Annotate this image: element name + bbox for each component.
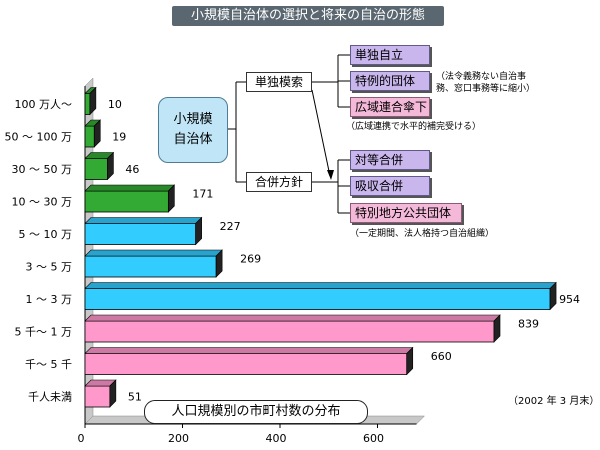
bar-2 xyxy=(84,158,108,180)
category-label-1: 50 ～ 100 万 xyxy=(5,131,72,144)
option-equal-merger: 対等合併 xyxy=(350,150,430,170)
x-tick-label-1: 200 xyxy=(168,432,189,445)
bar-9 xyxy=(84,385,111,408)
bar-top-8 xyxy=(84,347,414,354)
value-label-2: 46 xyxy=(125,163,139,176)
center-node-small-municipality: 小規模 自治体 xyxy=(158,97,228,163)
bar-side-6 xyxy=(549,281,557,311)
bar-side-5 xyxy=(215,249,223,278)
bar-side-3 xyxy=(168,184,175,213)
branch-independent: 単独模索 xyxy=(246,72,312,92)
bar-side-8 xyxy=(406,346,414,376)
bar-side-2 xyxy=(107,151,114,181)
option-independent-standalone: 単独自立 xyxy=(350,45,430,65)
bar-top-7 xyxy=(84,314,501,322)
chart-caption: 人口規模別の市町村数の分布 xyxy=(144,400,368,424)
option-special-entity: 特例的団体 xyxy=(350,71,430,91)
option-absorption-merger: 吸収合併 xyxy=(350,176,430,196)
bar-side-7 xyxy=(493,314,501,343)
category-label-0: 100 万人～ xyxy=(15,98,73,111)
category-label-6: 1 ～ 3 万 xyxy=(26,293,73,306)
bar-8 xyxy=(84,353,408,375)
center-node-line-2: 自治体 xyxy=(173,132,213,147)
note-special-local-public-body: （一定期間、法人格持つ自治組織） xyxy=(350,229,495,239)
bar-5 xyxy=(84,255,217,278)
bar-3 xyxy=(84,190,169,213)
bar-side-1 xyxy=(93,119,101,148)
branch-merger: 合併方針 xyxy=(246,172,312,192)
chart-title: 小規模自治体の選択と将来の自治の形態 xyxy=(172,6,444,26)
x-tick-label-3: 600 xyxy=(363,432,384,445)
note-wide-area-union: （広域連携で水平的補完受ける） xyxy=(346,122,482,132)
bar-side-9 xyxy=(109,379,117,408)
bar-1 xyxy=(84,125,95,148)
x-tick-label-2: 400 xyxy=(266,432,287,445)
x-tick-label-0: 0 xyxy=(78,432,85,445)
bar-7 xyxy=(84,320,495,343)
connector-arrow-head xyxy=(327,170,334,180)
date-note: （2002 年 3 月末） xyxy=(508,396,600,407)
category-label-5: 3 ～ 5 万 xyxy=(26,261,73,274)
value-label-7: 839 xyxy=(518,318,539,331)
bar-top-5 xyxy=(84,249,223,257)
value-label-8: 660 xyxy=(431,350,452,363)
category-label-3: 10 ～ 30 万 xyxy=(12,196,72,209)
note-special-entity-line-2: 務、窓口事務等に縮小） xyxy=(436,84,536,94)
bar-side-4 xyxy=(195,216,202,246)
center-node-line-1: 小規模 xyxy=(173,112,213,127)
value-label-0: 10 xyxy=(108,98,122,111)
bar-6 xyxy=(84,288,551,310)
value-label-5: 269 xyxy=(240,253,261,266)
category-label-7: 5 千～ 1 万 xyxy=(15,326,73,339)
bar-4 xyxy=(84,223,197,245)
connector-arrow-line xyxy=(311,89,331,177)
bar-0 xyxy=(84,93,91,115)
bar-top-3 xyxy=(84,184,176,192)
note-special-entity-line-1: （法令義務ない自治事 xyxy=(436,72,527,82)
option-wide-area-union: 広域連合傘下 xyxy=(350,97,430,117)
value-label-3: 171 xyxy=(192,188,213,201)
bar-side-0 xyxy=(89,86,97,116)
bar-top-4 xyxy=(84,217,203,224)
option-special-local-public-body: 特別地方公共団体 xyxy=(350,203,462,223)
value-label-1: 19 xyxy=(112,131,126,144)
value-label-6: 954 xyxy=(559,293,580,306)
bar-top-6 xyxy=(84,282,557,289)
value-label-4: 227 xyxy=(220,220,241,233)
value-label-9: 51 xyxy=(128,391,142,404)
category-label-8: 千～ 5 千 xyxy=(25,358,72,371)
category-label-4: 5 ～ 10 万 xyxy=(19,228,73,241)
category-label-9: 千人未満 xyxy=(28,391,72,404)
category-label-2: 30 ～ 50 万 xyxy=(12,163,72,176)
